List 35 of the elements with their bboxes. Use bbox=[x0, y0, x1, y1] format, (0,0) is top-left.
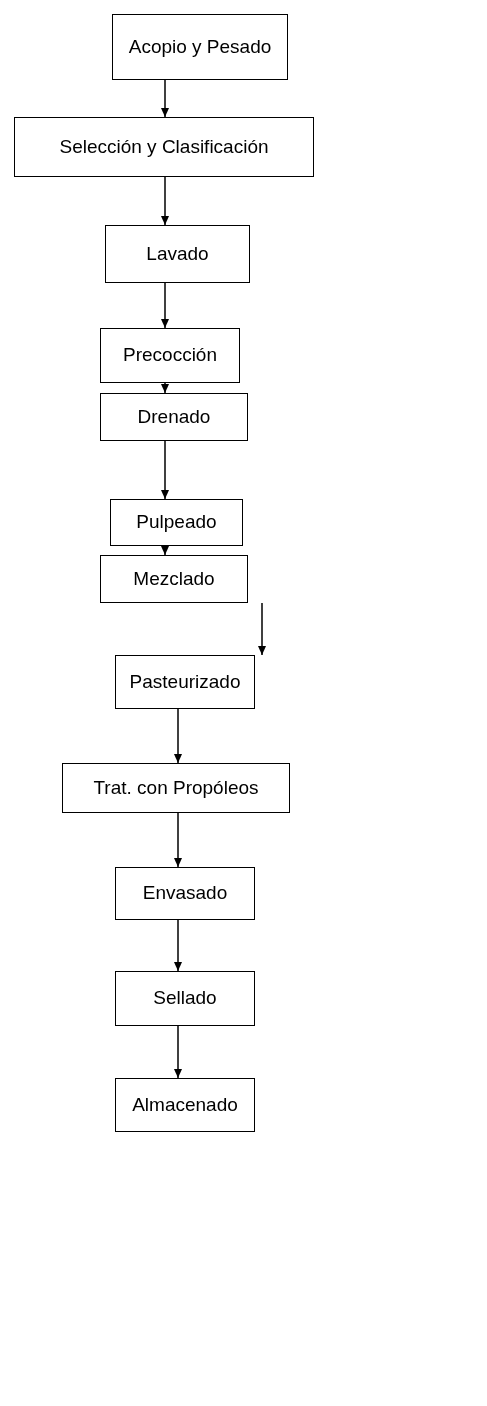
process-box bbox=[100, 328, 240, 383]
arrow bbox=[161, 382, 169, 394]
arrow bbox=[174, 1025, 182, 1079]
arrow bbox=[174, 919, 182, 972]
process-box bbox=[115, 1078, 255, 1132]
process-box bbox=[100, 555, 248, 603]
step-label: Pasteurizado bbox=[129, 669, 241, 694]
step-label: Precocción bbox=[123, 343, 217, 368]
arrow bbox=[174, 708, 182, 764]
process-box bbox=[115, 867, 255, 920]
step-label: Mezclado bbox=[133, 566, 215, 591]
process-box bbox=[14, 117, 314, 177]
arrow bbox=[258, 602, 266, 656]
arrow bbox=[161, 282, 169, 329]
arrow bbox=[161, 176, 169, 226]
process-box bbox=[105, 225, 250, 283]
step-label: Trat. con Propóleos bbox=[93, 775, 259, 800]
arrow bbox=[174, 812, 182, 868]
process-box bbox=[110, 499, 243, 546]
process-box bbox=[100, 393, 248, 441]
arrow bbox=[161, 440, 169, 500]
arrow bbox=[161, 545, 169, 556]
process-box bbox=[115, 971, 255, 1026]
process-box bbox=[62, 763, 290, 813]
step-label: Drenado bbox=[137, 404, 211, 429]
process-box bbox=[112, 14, 288, 80]
step-label: Lavado bbox=[146, 241, 209, 266]
step-label: Almacenado bbox=[132, 1092, 238, 1117]
arrow bbox=[161, 79, 169, 118]
step-label: Selección y Clasificación bbox=[59, 134, 269, 159]
step-label: Sellado bbox=[153, 986, 217, 1011]
step-label: Pulpeado bbox=[136, 510, 217, 535]
step-label: Acopio y Pesado bbox=[128, 34, 272, 59]
process-box bbox=[115, 655, 255, 709]
step-label: Envasado bbox=[142, 881, 228, 906]
